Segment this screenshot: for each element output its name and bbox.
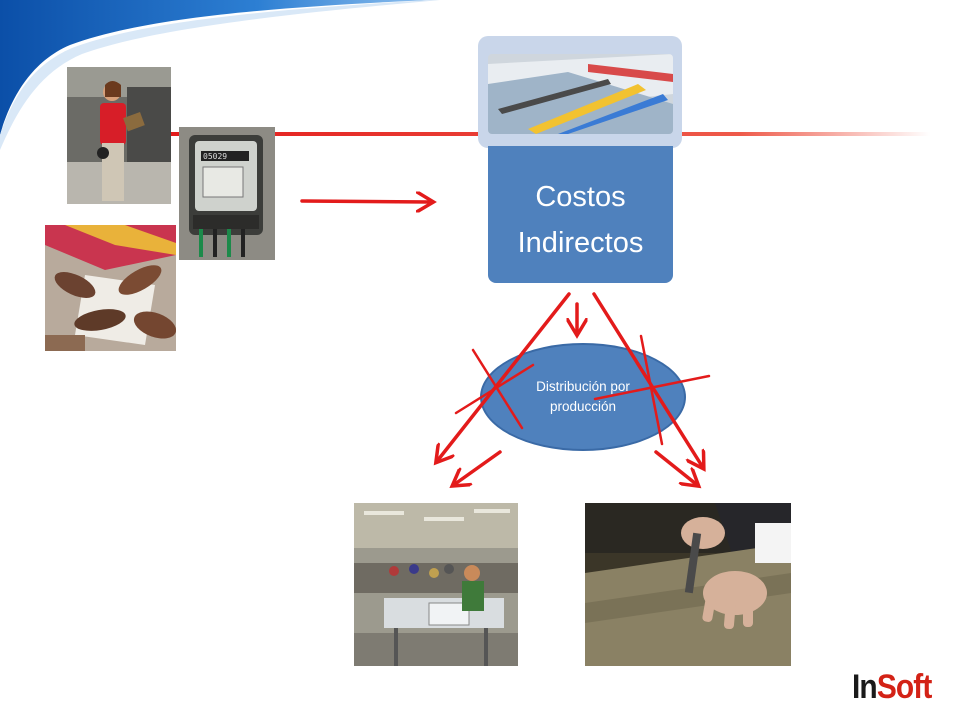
- arrow-costs-to-right-long: [592, 292, 702, 466]
- sewing-workshop-photo: [354, 503, 518, 666]
- arrow-distribution-to-left: [455, 450, 502, 484]
- electric-meter-photo: 05029: [179, 127, 275, 260]
- indirect-costs-box: Costos Indirectos: [488, 146, 673, 283]
- strike-line-4: [593, 374, 711, 401]
- strike-line-1: [471, 348, 524, 430]
- strike-line-3: [639, 334, 664, 446]
- insoft-logo: InSoft: [852, 668, 933, 707]
- inspection-worker-photo: [67, 67, 171, 204]
- arrow-costs-to-left-long: [438, 292, 571, 460]
- logo-in: In: [852, 668, 878, 706]
- strike-line-2: [454, 363, 535, 415]
- cutting-fabric-photo: [585, 503, 791, 666]
- indirect-costs-line1: Costos: [535, 180, 626, 213]
- distribution-line2: producción: [549, 399, 617, 414]
- indirect-costs-line2: Indirectos: [517, 226, 644, 259]
- pencils-documents-photo: [488, 54, 673, 134]
- hands-fabric-photo: [45, 225, 176, 351]
- distribution-line1: Distribución por: [536, 379, 630, 394]
- arrow-distribution-to-right: [654, 450, 696, 484]
- logo-soft: Soft: [876, 668, 933, 706]
- svg-text:05029: 05029: [203, 152, 227, 161]
- arrow-inputs-to-costs: [300, 201, 430, 202]
